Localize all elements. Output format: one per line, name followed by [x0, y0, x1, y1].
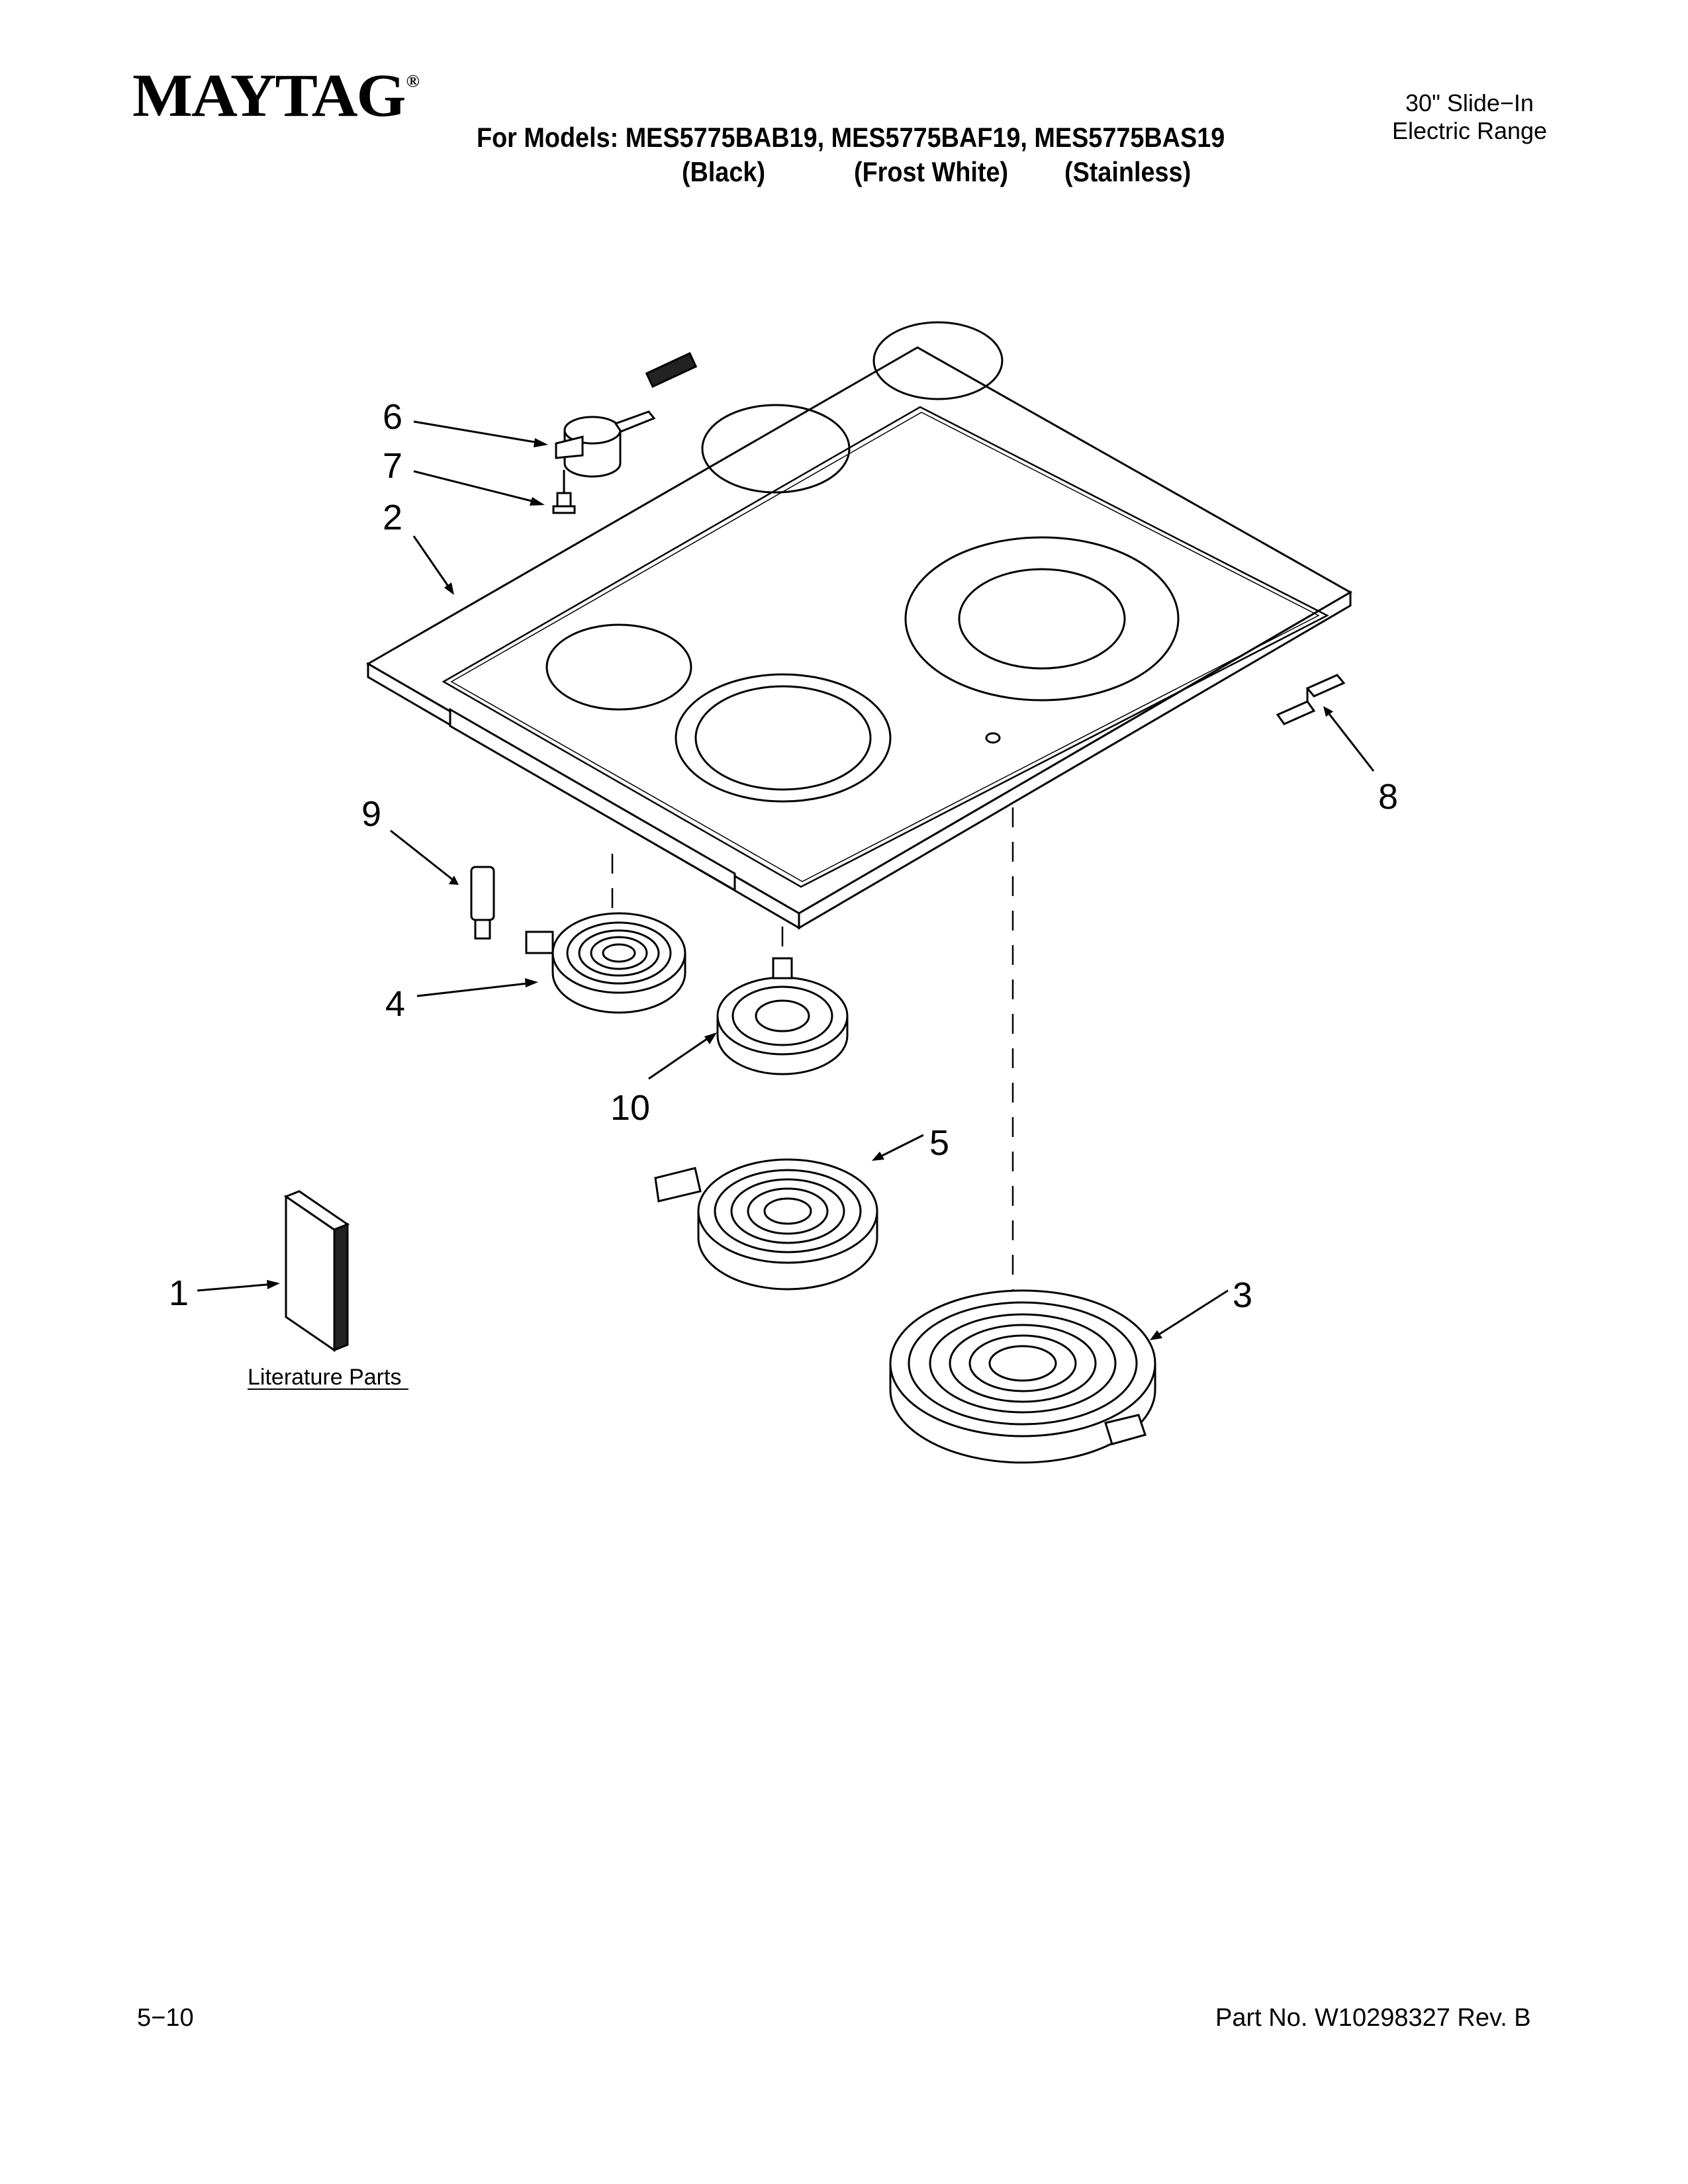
- maytag-logo: MAYTAG®: [132, 62, 420, 129]
- callout-2: 2: [383, 498, 402, 537]
- brand-name: MAYTAG: [132, 62, 406, 129]
- product-line-1: 30" Slide−In: [1405, 89, 1534, 116]
- color-black: (Black): [682, 156, 766, 187]
- element-part-4: [525, 912, 686, 1014]
- callout-6: 6: [383, 397, 402, 437]
- element-part-10: [716, 957, 849, 1075]
- clip-part-8: [1276, 674, 1346, 725]
- callout-5: 5: [929, 1123, 949, 1163]
- callout-9: 9: [361, 794, 381, 834]
- page-number: 5−10: [137, 2004, 194, 2032]
- models-line: For Models: MES5775BAB19, MES5775BAF19, …: [477, 122, 1225, 153]
- part-number: Part No. W10298327 Rev. B: [1215, 2004, 1531, 2032]
- callout-3: 3: [1233, 1275, 1252, 1315]
- leader-lines: [197, 420, 1375, 1338]
- product-line-2: Electric Range: [1391, 117, 1548, 144]
- callout-numbers: 6 7 2 8 9 4 10 5 1 3 Literature Parts: [169, 397, 1398, 1390]
- callout-7: 7: [383, 446, 402, 486]
- literature-booklet-part-1: [283, 1190, 350, 1352]
- element-part-3: [889, 1289, 1156, 1464]
- callout-1: 1: [169, 1273, 189, 1313]
- arrowheads: [267, 438, 1333, 1340]
- connector-part-9: [470, 866, 495, 940]
- cooktop-glass: [366, 321, 1353, 930]
- screw-part-7: [552, 470, 576, 514]
- callout-4: 4: [385, 984, 405, 1024]
- switch-part-6: [555, 410, 656, 478]
- callout-8: 8: [1378, 777, 1398, 817]
- alignment-lines: [611, 807, 1014, 1291]
- element-part-5: [654, 1158, 878, 1291]
- color-stainless: (Stainless): [1064, 156, 1192, 187]
- color-frost-white: (Frost White): [854, 156, 1009, 187]
- literature-parts-label: Literature Parts: [248, 1365, 401, 1390]
- product-type: 30" Slide−In Electric Range: [1370, 89, 1569, 145]
- registered-mark: ®: [406, 71, 420, 91]
- callout-10: 10: [610, 1088, 650, 1128]
